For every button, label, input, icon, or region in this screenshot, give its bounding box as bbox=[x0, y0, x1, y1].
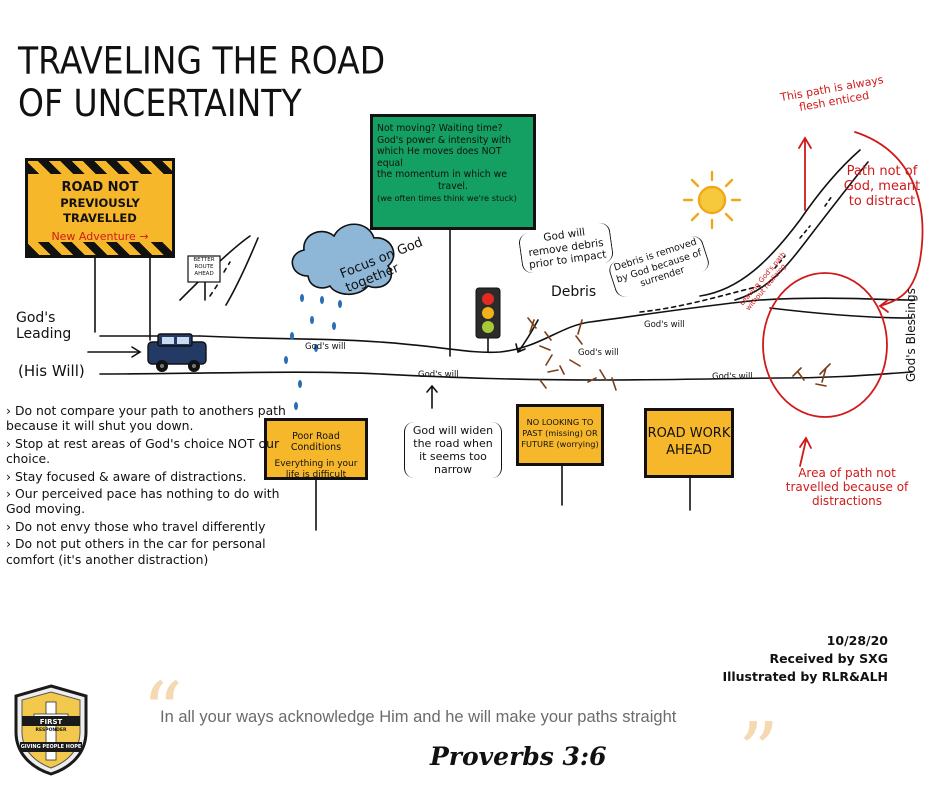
area-arrow bbox=[799, 436, 812, 467]
note-item: Our perceived pace has nothing to do wit… bbox=[6, 486, 306, 517]
road-not-line-1: ROAD NOT bbox=[61, 180, 139, 195]
poor-road-line-2: Everything in your bbox=[274, 459, 358, 469]
distraction-road-left bbox=[699, 149, 861, 297]
road-work-sign: ROAD WORK AHEAD bbox=[644, 408, 734, 478]
poor-road-line-1: Poor Road Conditions bbox=[290, 431, 342, 453]
signature-block: 10/28/20 Received by SXG Illustrated by … bbox=[722, 632, 888, 686]
road-lower-edge bbox=[99, 371, 913, 381]
note-item: Do not envy those who travel differently bbox=[6, 519, 306, 534]
note-item: Do not put others in the car for persona… bbox=[6, 536, 306, 567]
poor-road-line-3: life is difficult bbox=[285, 470, 347, 480]
road-not-travelled-sign: ROAD NOT PREVIOUSLY TRAVELLED New Advent… bbox=[25, 158, 175, 258]
road-work-line-2: AHEAD bbox=[666, 443, 712, 458]
green-line-2: God's power & intensity with bbox=[377, 134, 512, 146]
green-line-1: Not moving? Waiting time? bbox=[377, 123, 503, 134]
notes-list: Do not compare your path to anothers pat… bbox=[6, 403, 306, 569]
sun-icon bbox=[682, 170, 742, 230]
green-line-5: travel. bbox=[438, 180, 468, 192]
car-icon bbox=[147, 333, 207, 372]
better-route-line-3: AHEAD bbox=[194, 271, 214, 277]
logo-bottom-text: GIVING PEOPLE HOPE bbox=[20, 744, 82, 750]
debris-label: Debris bbox=[551, 284, 597, 300]
gods-will-label-5: God's will bbox=[712, 372, 753, 382]
gods-will-label-2: God's will bbox=[418, 370, 459, 380]
shield-icon bbox=[14, 684, 88, 776]
signature-illustrated: Illustrated by RLR&ALH bbox=[722, 669, 888, 684]
his-will-label: (His Will) bbox=[18, 362, 85, 380]
green-line-6: (we often times think we're stuck) bbox=[377, 192, 517, 203]
blessings-label: God's Blessings bbox=[904, 288, 918, 382]
no-looking-line-3: FUTURE (worrying) bbox=[521, 439, 599, 449]
road-not-sub: New Adventure → bbox=[51, 230, 149, 243]
road-work-line-1: ROAD WORK bbox=[647, 426, 731, 441]
blessing-path bbox=[769, 307, 913, 319]
logo-top-text: FIRST bbox=[39, 718, 63, 726]
gods-will-label-4: God's will bbox=[644, 320, 685, 330]
first-responder-logo: FIRST RESPONDER GIVING PEOPLE HOPE bbox=[12, 684, 90, 776]
better-route-sign: BETTER ROUTE AHEAD bbox=[188, 257, 220, 278]
gods-will-label-1: God's will bbox=[305, 342, 346, 352]
better-route-line-2: ROUTE bbox=[194, 264, 214, 270]
note-item: Do not compare your path to anothers pat… bbox=[6, 403, 306, 434]
signature-received: Received by SXG bbox=[769, 651, 888, 666]
gods-will-label-3: God's will bbox=[578, 348, 619, 358]
distraction-circle bbox=[762, 272, 888, 418]
path-not-arrow bbox=[854, 131, 924, 307]
note-item: Stay focused & aware of distractions. bbox=[6, 469, 306, 484]
green-line-3: which He moves does NOT equal bbox=[377, 146, 502, 169]
rain-icon bbox=[284, 294, 342, 410]
waiting-time-sign: Not moving? Waiting time? God's power & … bbox=[370, 114, 536, 230]
scripture-quote: In all your ways acknowledge Him and he … bbox=[160, 708, 677, 726]
road-upper-edge bbox=[199, 297, 916, 354]
traffic-light-icon bbox=[475, 287, 501, 339]
cloud-icon bbox=[291, 223, 395, 296]
page-title: TRAVELING THE ROAD OF UNCERTAINTY bbox=[18, 38, 386, 126]
gods-leading-label: God's Leading bbox=[16, 310, 72, 342]
distraction-area-label: Area of path not travelled because of di… bbox=[785, 466, 909, 508]
signature-date: 10/28/20 bbox=[826, 633, 888, 648]
green-line-4: the momentum in which we bbox=[377, 169, 507, 181]
distraction-road-right bbox=[734, 161, 869, 301]
no-looking-sign: NO LOOKING TO PAST (missing) OR FUTURE (… bbox=[516, 404, 604, 466]
enticed-arrow bbox=[798, 136, 812, 211]
title-line-1: TRAVELING THE ROAD bbox=[18, 38, 386, 83]
title-line-2: OF UNCERTAINTY bbox=[18, 81, 302, 126]
hazard-stripe bbox=[28, 161, 172, 174]
no-looking-line-1: NO LOOKING TO bbox=[526, 417, 594, 427]
logo-mid-text: RESPONDER bbox=[35, 728, 67, 733]
better-route-line-1: BETTER bbox=[193, 257, 215, 263]
hazard-stripe-bottom bbox=[28, 242, 172, 255]
widen-label: God will widen the road when it seems to… bbox=[404, 422, 502, 478]
road-not-line-2: PREVIOUSLY TRAVELLED bbox=[60, 196, 140, 225]
path-not-of-god-label: Path not of God, meant to distract bbox=[843, 164, 921, 209]
open-quote-icon: “ bbox=[142, 665, 183, 758]
note-item: Stop at rest areas of God's choice NOT o… bbox=[6, 436, 306, 467]
scripture-reference: Proverbs 3:6 bbox=[430, 742, 607, 771]
far-road-right bbox=[225, 237, 259, 306]
close-quote-icon: ” bbox=[738, 705, 779, 798]
no-looking-line-2: PAST (missing) OR bbox=[522, 428, 598, 438]
